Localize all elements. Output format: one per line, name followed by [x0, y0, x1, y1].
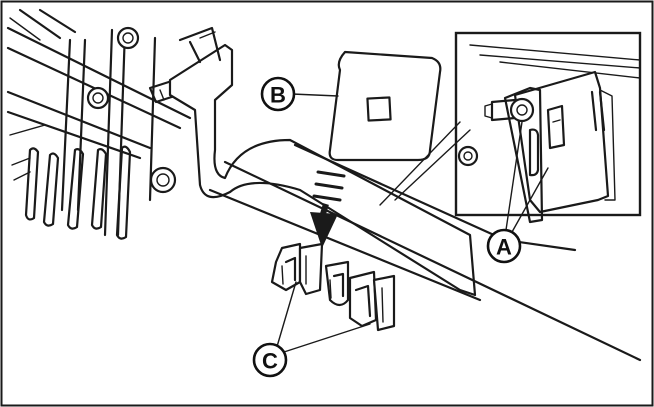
- callout-a-leader-1: [505, 121, 523, 231]
- callout-b-label: B: [270, 83, 286, 108]
- square-washer-b: [328, 50, 442, 162]
- mounting-bracket: [168, 26, 477, 297]
- callout-a: A: [486, 228, 522, 264]
- callout-c-label: C: [262, 349, 278, 374]
- clip-c-middle: [324, 260, 350, 307]
- clip-c-left: [270, 242, 324, 296]
- clip-c-right: [348, 270, 396, 332]
- inset-nut: [457, 145, 479, 167]
- inset-detail: [379, 31, 642, 224]
- nut-lower: [149, 166, 177, 194]
- callout-c-leader-2: [283, 323, 371, 353]
- nut-upper: [116, 26, 140, 50]
- inset-bolt-nut: [509, 97, 535, 123]
- callout-a-leader-2: [511, 167, 549, 233]
- callout-a-label: A: [496, 235, 512, 260]
- callout-c-leader-1: [275, 281, 297, 351]
- callout-b-leader: [291, 93, 339, 97]
- callout-b: B: [260, 76, 296, 112]
- nut-middle: [86, 86, 110, 110]
- install-arrow: [310, 170, 346, 248]
- callout-c: C: [252, 342, 288, 378]
